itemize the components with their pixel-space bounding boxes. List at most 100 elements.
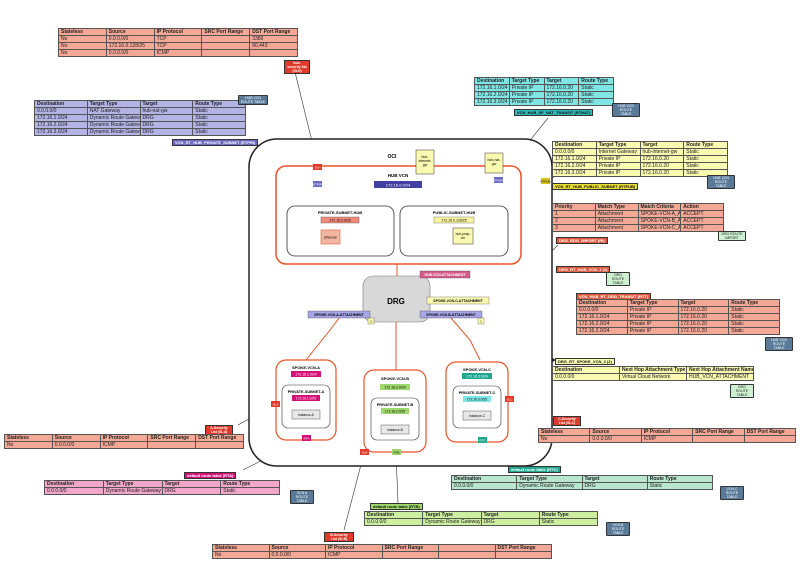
table-cell: Static <box>192 107 246 115</box>
table-cell: 0.0.0.0/0 <box>552 373 620 381</box>
table-header-cell: Target <box>639 141 685 149</box>
private-subnet-b-label: PRIVATE-SUBNET-B <box>377 403 414 407</box>
table-cell: ACCEPT <box>680 224 724 232</box>
rtnat-note: HUB VCN ROUTE TABLE <box>612 103 640 117</box>
table-cell: ICMP <box>325 551 383 559</box>
badge-rtpri-label: RTPRI <box>313 182 322 186</box>
table-cell: Private IP <box>508 84 545 92</box>
table-header-cell: Stateless <box>212 544 270 552</box>
spoke-vcn-b-label: SPOKE-VCN-B <box>381 376 409 381</box>
private-subnet-hub-cidr-box <box>320 216 360 224</box>
drg-import-label: DRG_RDG_IMPORT (RI) <box>556 237 608 244</box>
table-header-cell: DST Port Range <box>195 434 244 442</box>
table-header-cell: Destination <box>450 475 518 483</box>
table-cell: 0.0.0.0/0 <box>363 518 424 526</box>
table-cell: Dynamic Route Gateway <box>516 482 583 490</box>
table-cell: 172.16.2.0/24 <box>576 320 628 328</box>
table-header-cell: Source <box>51 434 101 442</box>
table-header-cell: Destination <box>552 366 620 374</box>
rta-note: VCN A ROUTE TABLE <box>290 490 314 504</box>
table-cell: DRG <box>139 128 194 136</box>
table-header-cell: Route Type <box>578 77 614 85</box>
table-cell: 172.16.0.20 <box>677 320 730 328</box>
table-cell: SPOKE-VCN-C_ATTACHMENT <box>637 224 682 232</box>
drg-spoke-rt-note: DRG ROUTE TABLE <box>730 384 754 398</box>
table-header-cell: Priority <box>552 203 596 211</box>
table-header-cell: DST Port Range <box>494 544 552 552</box>
table-cell: Static <box>578 84 614 92</box>
rtpub-label: VCN_RT_HUB_PUBLIC_SUBNET (RTPUB) <box>552 183 639 190</box>
spoke-vcn-a-cidr: 172.16.1.0/24 <box>295 373 316 377</box>
spoke-vcn-a-cidr-box <box>291 371 321 377</box>
slc-label: C-Security List (SLC) <box>553 416 581 426</box>
table-cell: HUB_VCN_ATTACHMENT <box>686 373 754 381</box>
table-header-cell: Route Type <box>683 141 728 149</box>
badge-rtb <box>392 449 401 455</box>
table-cell: No <box>4 441 53 449</box>
table-cell: 0.0.0.0/0 <box>589 435 642 443</box>
badge-rtc <box>478 437 487 443</box>
spoke-c-attachment-label: SPOKE-VCN-C-ATTACHMENT <box>433 299 483 303</box>
table-header-cell: Target <box>161 480 222 488</box>
spoke-vcn-b-cidr: 172.16.2.0/24 <box>384 386 405 390</box>
rtpri-label: VCN_RT_HUB_PRIVATE_SUBNET (RTPRI) <box>172 139 259 146</box>
table-cell: SPOKE-VCN-B_ATTACHMENT <box>637 217 682 225</box>
table-header-cell: Destination <box>44 480 104 488</box>
table-header-cell: IP Protocol <box>640 428 694 436</box>
badge-slc-label: SLC <box>507 397 514 401</box>
rtc-note: VCN C ROUTE TABLE <box>720 486 744 500</box>
spoke-vcn-c-cidr: 172.16.3.0/24 <box>466 375 487 379</box>
table-header-cell: Route Type <box>646 475 714 483</box>
table-header-cell: Match Type <box>594 203 639 211</box>
badge-rta <box>302 435 311 441</box>
spoke-vcn-a-label: SPOKE-VCN-A <box>292 365 320 370</box>
public-subnet-hub-cidr-box <box>433 216 475 224</box>
table-header-cell: Stateless <box>58 28 107 36</box>
table-cell <box>201 49 251 57</box>
table-cell: Static <box>192 128 246 136</box>
table-cell: Private IP <box>595 162 641 170</box>
internet-gateway <box>415 149 435 175</box>
private-subnet-c-cidr: 172.16.3.0/25 <box>467 398 487 402</box>
table-header-cell: IP Protocol <box>153 28 203 36</box>
pfsense-label: pfSense <box>324 236 337 240</box>
hub-jump-vm-instance <box>452 227 474 245</box>
badge-rtnat-label: RTNAT <box>494 178 504 182</box>
slb-label: B-Security List (SLB) <box>324 532 354 542</box>
table-cell: Dynamic Route Gateway <box>86 114 141 122</box>
rtb-label: default route table (RTB) <box>370 503 423 510</box>
table-header-cell: Stateless <box>537 428 591 436</box>
table-cell: No <box>58 35 107 43</box>
table-header-cell: Destination <box>363 511 424 519</box>
instance-c <box>462 410 492 421</box>
spoke-c-link <box>450 317 481 361</box>
instance-a-label: Instance-A <box>298 413 315 417</box>
private-subnet-a-cidr: 172.16.1.0/25 <box>296 397 316 401</box>
table-cell <box>381 551 439 559</box>
table-cell: 172.16.0.20 <box>677 313 730 321</box>
table-cell: TCP <box>153 35 203 43</box>
table-cell: Attachment <box>594 224 639 232</box>
table-header-cell: Match Criteria <box>637 203 682 211</box>
table-cell: No <box>58 49 107 57</box>
drg-import-note: DRG ROUTE IMPORT <box>718 231 746 241</box>
table-cell: 0.0.0.0/0 <box>34 107 88 115</box>
badge-rta-label: RTA <box>304 436 310 440</box>
table-cell: 172.16.3.0/24 <box>576 327 628 335</box>
hub-jump-vm-label: hub-jump-vm <box>456 232 471 240</box>
table-cell: 172.16.0.20 <box>543 98 580 106</box>
spoke-vcn-b-cidr-box <box>380 384 410 390</box>
badge-one <box>477 317 485 325</box>
